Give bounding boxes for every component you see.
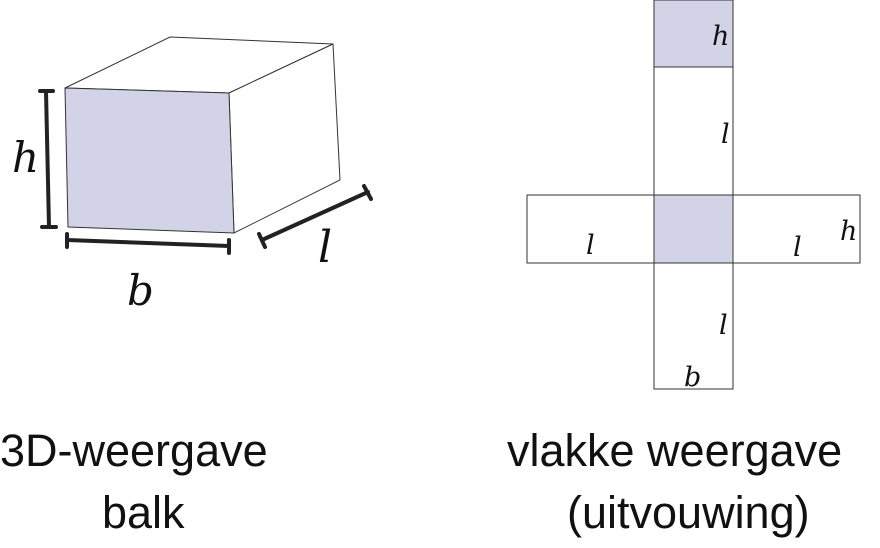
height-label: h <box>12 133 39 182</box>
width-label: b <box>127 266 154 315</box>
net-upper-strip <box>653 66 734 196</box>
net-top-face-label: h <box>712 21 729 52</box>
net-lower-strip <box>653 262 734 390</box>
net-center-face <box>653 194 734 264</box>
length-label: l <box>318 222 332 273</box>
net-right-strip-label: l <box>793 232 802 263</box>
width-dimension-bar <box>65 232 231 255</box>
net-upper-strip-label: l <box>721 119 730 150</box>
caption-3d-view: 3D-weergave <box>0 425 268 476</box>
net-right-strip <box>732 194 861 264</box>
height-dimension-bar <box>38 89 58 229</box>
net-top-face <box>653 0 734 68</box>
net-left-strip <box>526 194 655 264</box>
caption-unfolding: (uitvouwing) <box>567 487 810 538</box>
caption-flat-view: vlakke weergave <box>507 425 843 476</box>
net-right-end-label: h <box>840 216 857 247</box>
net-labels: h l l l h l b <box>586 21 857 393</box>
box-3d: h b l <box>12 36 373 315</box>
net-bottom-label: b <box>684 362 701 393</box>
net-left-strip-label: l <box>586 230 595 261</box>
net-lower-strip-label: l <box>719 310 728 341</box>
length-dimension-bar <box>257 184 373 249</box>
box-net <box>526 0 861 390</box>
caption-box-name: balk <box>102 487 185 538</box>
box-front-face <box>64 87 235 234</box>
